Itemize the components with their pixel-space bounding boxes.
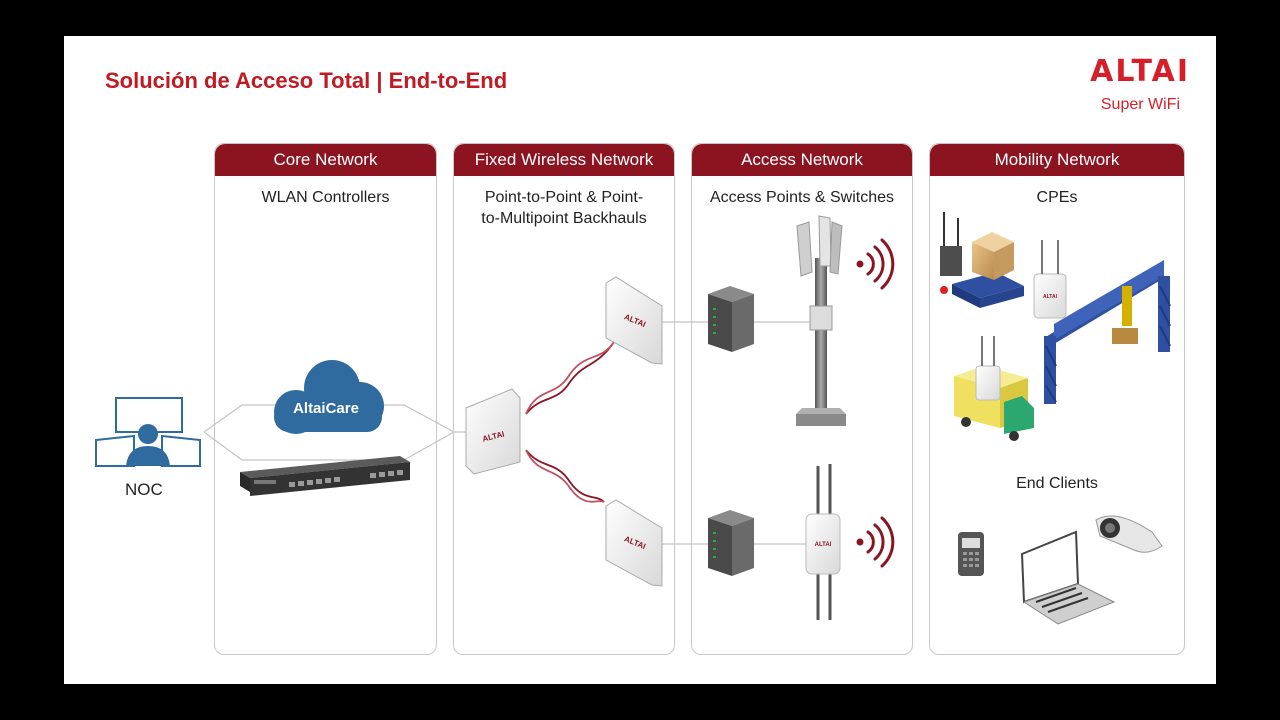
column-fixed-wireless-network: Fixed Wireless Network Point-to-Point & …	[453, 143, 675, 655]
subtitle-line-1: Point-to-Point & Point-	[484, 189, 644, 206]
column-subtitle-mobility: CPEs	[1036, 189, 1078, 206]
column-access-network: Access Network Access Points & Switches	[691, 143, 913, 655]
page-title: Solución de Acceso Total | End-to-End	[105, 68, 508, 93]
column-header-mobility: Mobility Network	[930, 144, 1184, 176]
logo-tagline: Super WiFi	[1100, 96, 1180, 113]
column-subtitle-core: WLAN Controllers	[261, 189, 390, 206]
column-subtitle-access: Access Points & Switches	[709, 189, 895, 206]
logo-wordmark: ALTAI	[1090, 54, 1190, 89]
subtitle-line-2: to-Multipoint Backhauls	[481, 210, 647, 227]
column-header-fixed-wireless: Fixed Wireless Network	[454, 144, 674, 176]
noc-icon	[95, 397, 201, 467]
column-header-core: Core Network	[215, 144, 436, 176]
column-subtitle-fixed-wireless: Point-to-Point & Point- to-Multipoint Ba…	[454, 187, 674, 229]
column-core-network: Core Network WLAN Controllers	[214, 143, 437, 655]
noc-label: NOC	[125, 480, 163, 499]
column-mobility-network: Mobility Network CPEs End Clients	[929, 143, 1185, 655]
end-clients-label: End Clients	[1016, 475, 1098, 492]
column-header-access: Access Network	[692, 144, 912, 176]
altai-logo: ALTAI Super WiFi	[1020, 54, 1190, 116]
slide: Solución de Acceso Total | End-to-End AL…	[64, 36, 1216, 684]
